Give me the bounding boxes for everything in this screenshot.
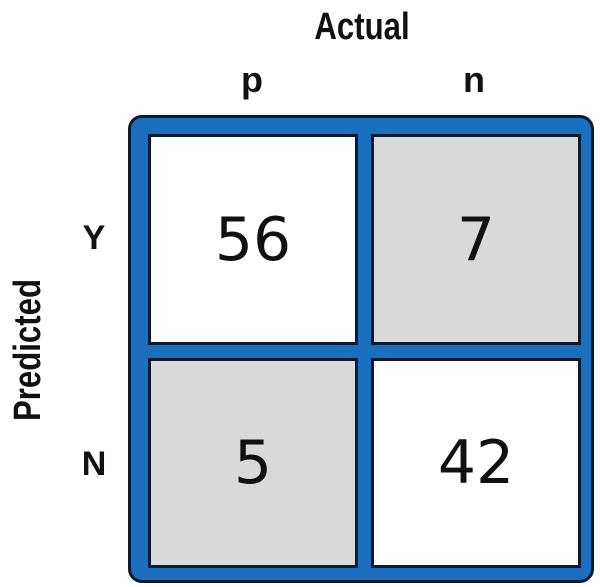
predicted-axis-title: Predicted — [7, 278, 49, 422]
row-label-n: N — [81, 445, 107, 483]
column-label-n: n — [463, 59, 485, 100]
cell-false-negative: 5 — [148, 358, 358, 568]
cell-false-positive: 7 — [371, 134, 581, 345]
actual-axis-title: Actual — [314, 6, 410, 48]
confusion-matrix: 56 7 5 42 — [128, 115, 594, 583]
row-label-y: Y — [82, 219, 106, 257]
column-label-p: p — [241, 59, 263, 100]
cell-true-positive: 56 — [148, 134, 358, 345]
cell-true-negative: 42 — [371, 358, 581, 568]
